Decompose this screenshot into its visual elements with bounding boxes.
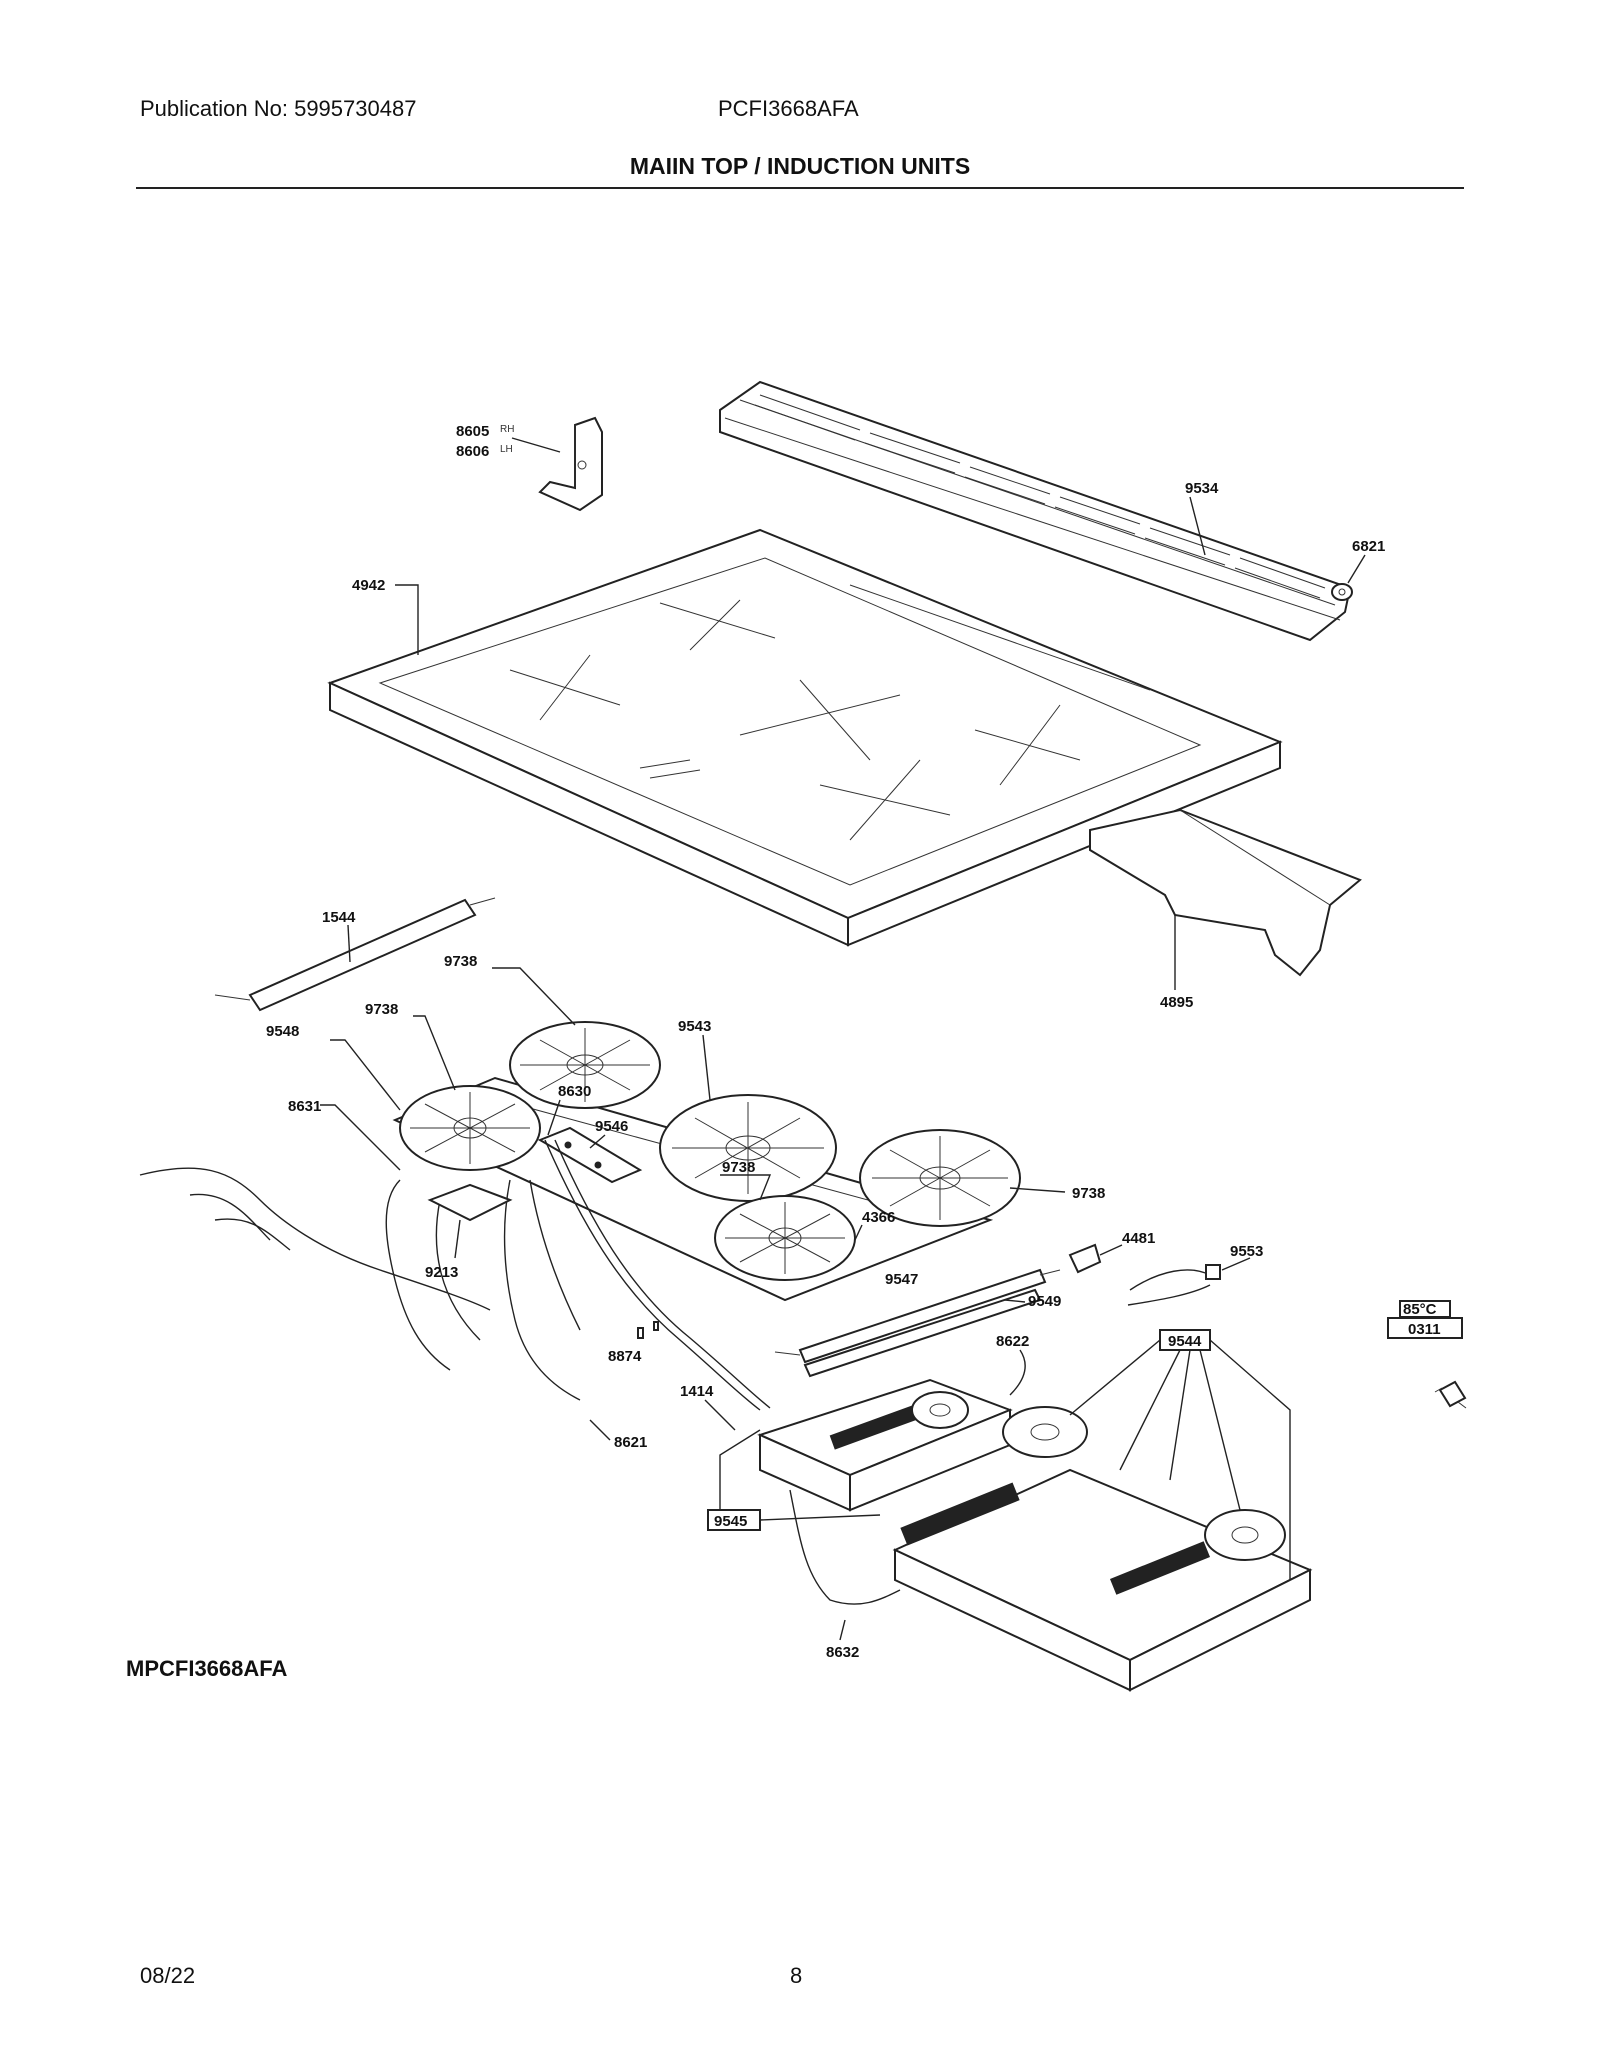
callout-9534: 9534 xyxy=(1185,480,1219,497)
callout-box-9544-group xyxy=(1069,1329,1291,1580)
model-variant-label: MPCFI3668AFA xyxy=(126,1656,288,1681)
callout-8632: 8632 xyxy=(826,1644,859,1661)
induction-module-upper xyxy=(757,1378,1013,1512)
callout-9738-d: 9738 xyxy=(722,1159,755,1176)
callout-8621: 8621 xyxy=(614,1434,647,1451)
callout-4366: 4366 xyxy=(862,1209,895,1226)
callout-4895: 4895 xyxy=(1160,994,1193,1011)
callout-9738-c: 9738 xyxy=(1072,1185,1105,1202)
switch-harness-part xyxy=(1127,1257,1251,1306)
callout-9543: 9543 xyxy=(678,1018,711,1035)
coil-front xyxy=(714,1195,856,1281)
wire-harness-part xyxy=(139,1104,581,1401)
sensor-part xyxy=(1068,1243,1123,1274)
cooling-fan-part xyxy=(1002,1406,1088,1458)
nut-part xyxy=(1331,554,1366,601)
coil-center xyxy=(659,1094,837,1202)
coil-upper-left xyxy=(509,1021,661,1109)
clip-part xyxy=(637,1321,659,1339)
callout-8622: 8622 xyxy=(996,1333,1029,1350)
callout-9548: 9548 xyxy=(266,1023,299,1040)
thermostat-group xyxy=(1387,1300,1467,1409)
callout-9738-a: 9738 xyxy=(444,953,477,970)
title-rule xyxy=(136,187,1464,189)
callout-8874: 8874 xyxy=(608,1348,642,1365)
callout-0311: 0311 xyxy=(1408,1321,1441,1338)
callout-4481: 4481 xyxy=(1122,1230,1155,1247)
callout-9545: 9545 xyxy=(714,1513,747,1530)
callout-9544: 9544 xyxy=(1168,1333,1202,1350)
heating-tube-part xyxy=(774,1268,1061,1378)
page-number: 8 xyxy=(790,1963,803,1988)
main-top-part xyxy=(327,528,1283,947)
rail-part xyxy=(1089,808,1362,990)
coil-right xyxy=(859,1129,1021,1227)
callout-4942: 4942 xyxy=(352,577,385,594)
page-title: MAIIN TOP / INDUCTION UNITS xyxy=(629,153,971,179)
callout-1414: 1414 xyxy=(680,1383,714,1400)
callout-9213: 9213 xyxy=(425,1264,458,1281)
publication-number: Publication No: 5995730487 xyxy=(140,96,417,121)
callout-6821: 6821 xyxy=(1352,538,1385,555)
callout-box-9545-group xyxy=(707,1429,881,1531)
callout-8605: 8605 xyxy=(456,423,489,440)
coil-left xyxy=(399,1085,541,1171)
callout-9547: 9547 xyxy=(885,1271,918,1288)
tube-part xyxy=(214,897,496,1012)
callout-rh: RH xyxy=(500,424,514,435)
model-number: PCFI3668AFA xyxy=(718,96,859,121)
thermostat-temp: 85°C xyxy=(1403,1301,1437,1318)
control-board-part xyxy=(537,1099,643,1184)
callout-9546: 9546 xyxy=(595,1118,628,1135)
induction-module-lower xyxy=(892,1468,1313,1692)
callout-1544: 1544 xyxy=(322,909,356,926)
bracket-part xyxy=(511,416,603,512)
backguard-part xyxy=(719,380,1352,642)
callout-8630: 8630 xyxy=(558,1083,591,1100)
callout-9549: 9549 xyxy=(1028,1293,1061,1310)
callout-9738-b: 9738 xyxy=(365,1001,398,1018)
callout-9553: 9553 xyxy=(1230,1243,1263,1260)
callout-lh: LH xyxy=(500,444,513,455)
callout-8631: 8631 xyxy=(288,1098,321,1115)
publication-date: 08/22 xyxy=(140,1963,196,1988)
callout-8606: 8606 xyxy=(456,443,489,460)
